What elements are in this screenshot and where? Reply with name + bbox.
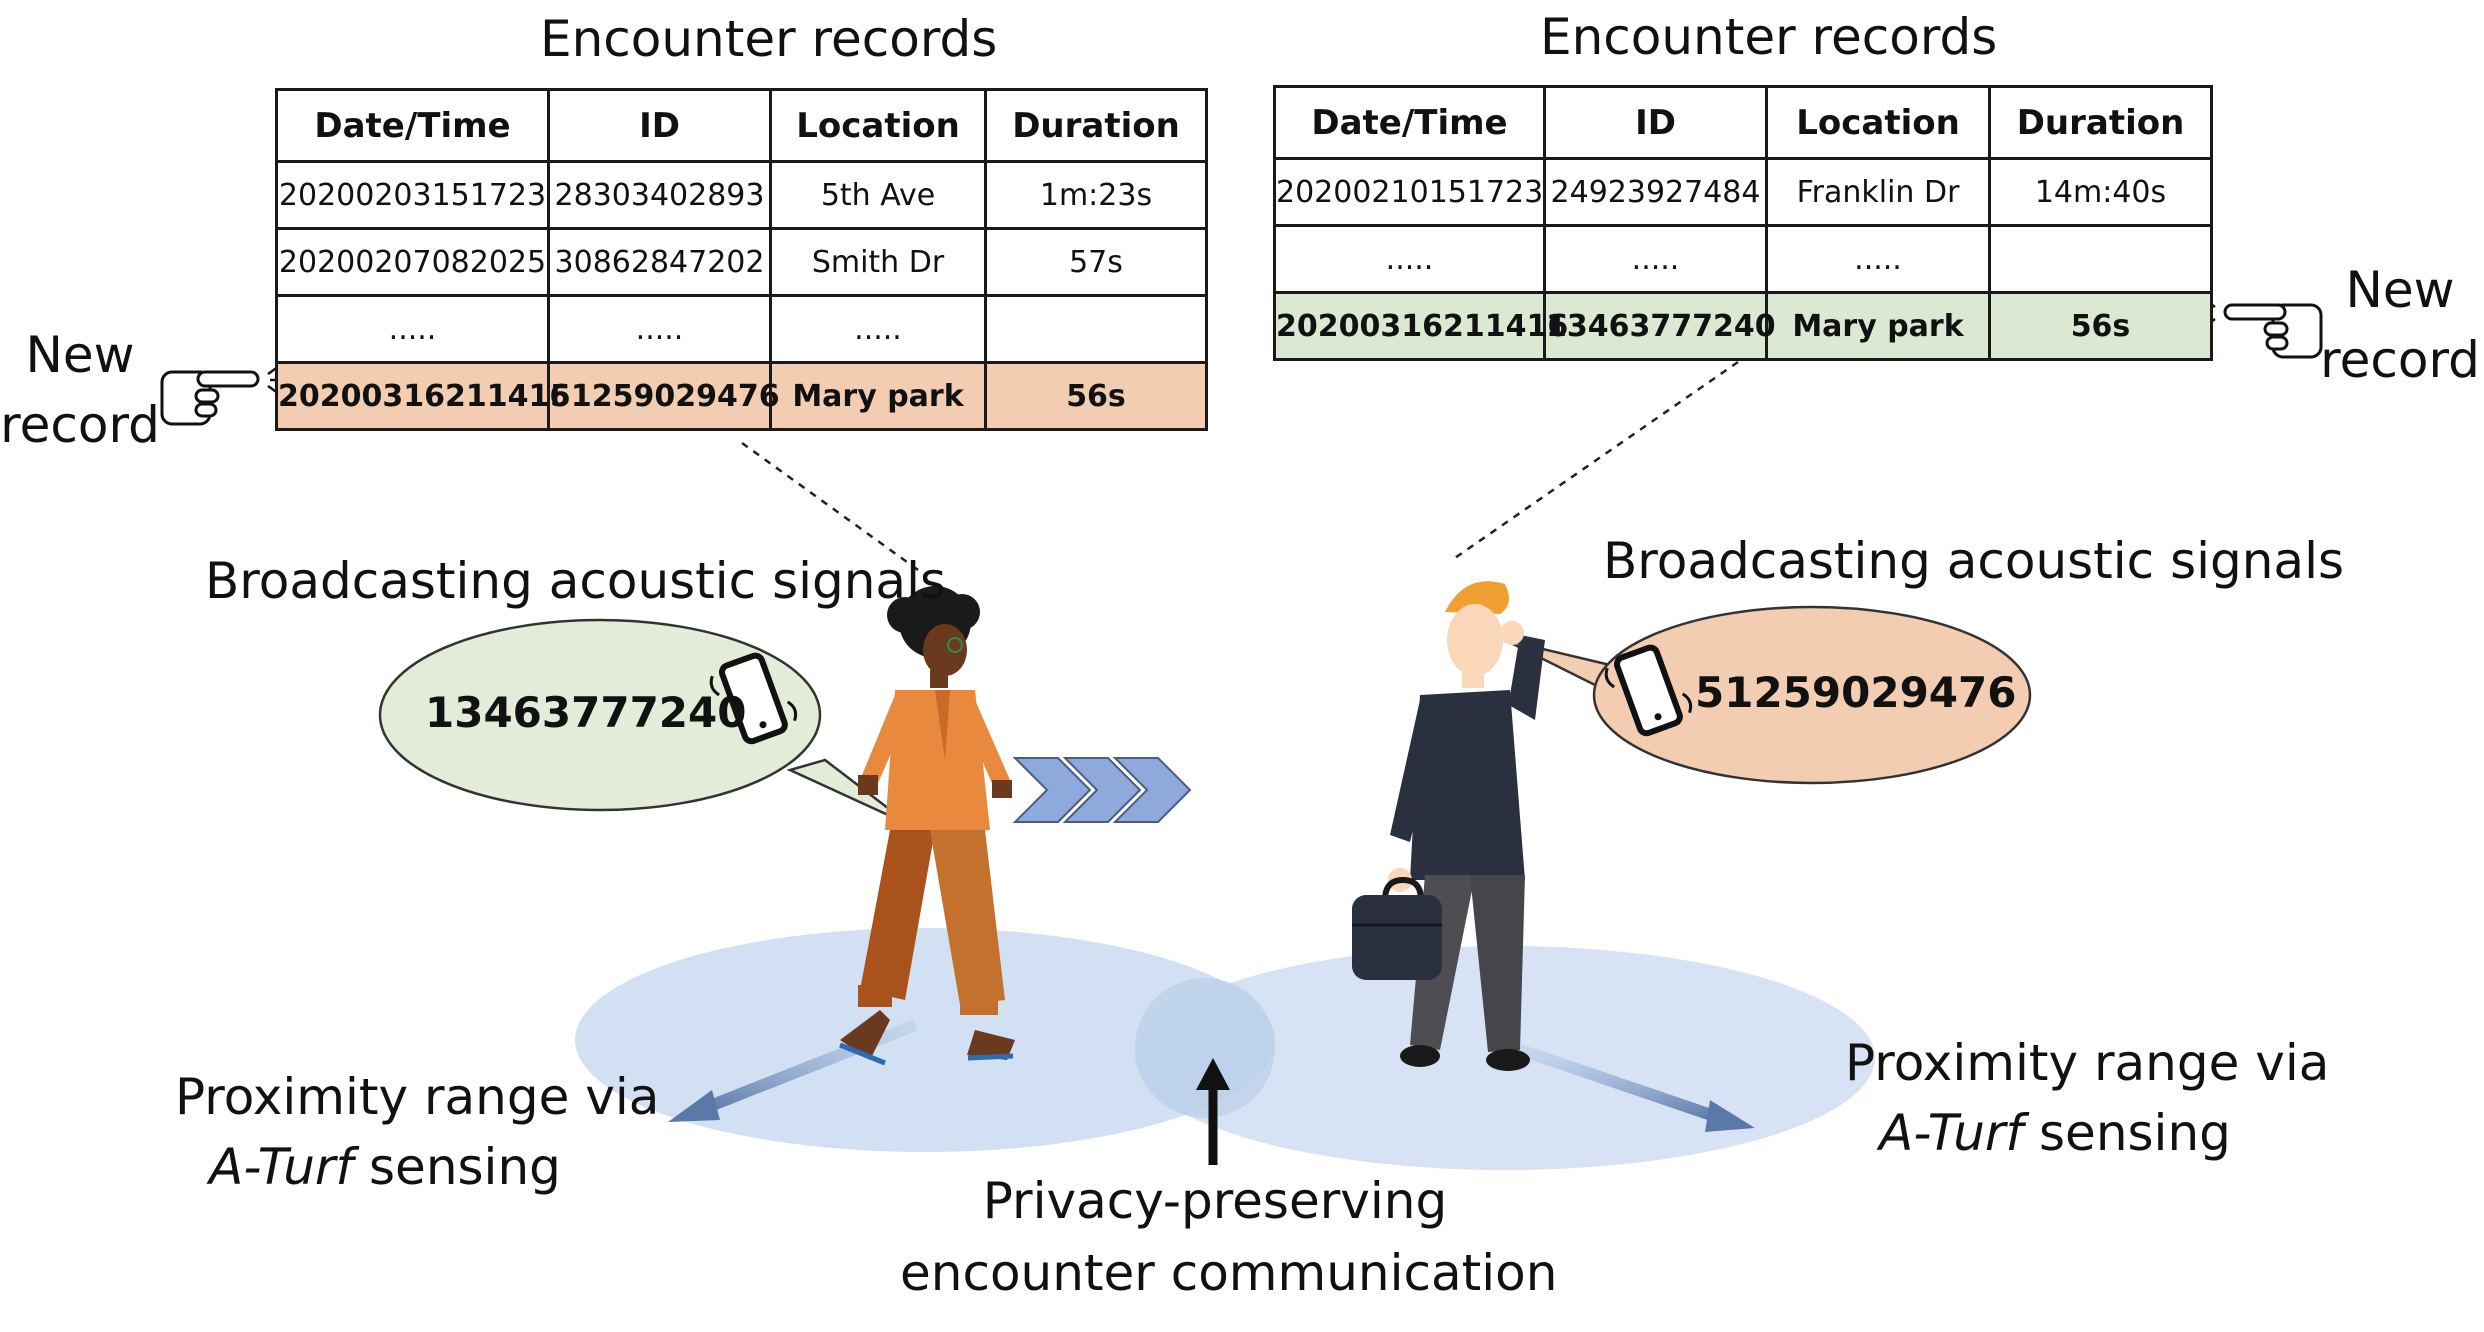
overlap-region — [1135, 978, 1275, 1118]
new-label-line2: record — [2320, 331, 2480, 389]
cell-datetime: 20200207082025 — [275, 227, 550, 297]
range-method: A-Turf — [1879, 1104, 2024, 1162]
left-encounter-table: Date/Time ID Location Duration 202002031… — [275, 88, 1208, 431]
pointing-hand-icon — [160, 362, 288, 426]
range-line1: Proximity range via — [1845, 1034, 2330, 1092]
range-rest: sensing — [2023, 1104, 2231, 1162]
briefcase-icon — [1352, 876, 1442, 980]
cell-duration — [1988, 224, 2213, 294]
right-range-caption: Proximity range via A-Turf sensing — [1845, 1028, 2330, 1168]
table-header: Duration — [1988, 85, 2213, 160]
left-walking-person — [839, 586, 1015, 1066]
cell-id: 13463777240 — [1543, 291, 1776, 361]
cell-datetime: 20200210151723 — [1273, 157, 1546, 227]
cell-id: 30862847202 — [547, 227, 772, 297]
right-broadcast-caption: Broadcasting acoustic signals — [1603, 532, 2345, 590]
smartphone-icon — [709, 652, 798, 745]
table-header: Date/Time — [275, 88, 550, 163]
right-table-title: Encounter records — [1540, 8, 1998, 66]
table-row: ..... ..... ..... — [1273, 224, 2213, 294]
cell-location: Mary park — [1765, 291, 1991, 361]
cell-duration: 14m:40s — [1988, 157, 2213, 227]
right-dashed-connector — [1451, 360, 1739, 562]
new-label-line1: New — [2345, 261, 2455, 319]
range-line1: Proximity range via — [175, 1068, 660, 1126]
left-signal-bubble — [378, 618, 911, 827]
left-signal-id: 13463777240 — [425, 688, 747, 737]
range-line2: A-Turf sensing — [1845, 1098, 2265, 1168]
right-businessman — [1388, 581, 1545, 1071]
table-row: 20200203151723 28303402893 5th Ave 1m:23… — [275, 160, 1208, 230]
right-range-arrow — [1513, 1042, 1755, 1132]
cell-location: Smith Dr — [769, 227, 987, 297]
table-header: Date/Time — [1273, 85, 1546, 160]
range-method: A-Turf — [209, 1138, 354, 1196]
cell-location: 5th Ave — [769, 160, 987, 230]
cell-id: 51259029476 — [547, 361, 780, 431]
table-row: 20200207082025 30862847202 Smith Dr 57s — [275, 227, 1208, 297]
cell-duration: 1m:23s — [984, 160, 1208, 230]
center-caption: Privacy-preserving encounter communicati… — [900, 1165, 1558, 1309]
cell-datetime: 20200316211416 — [275, 361, 570, 431]
cell-location: Mary park — [769, 361, 987, 431]
center-caption-line1: Privacy-preserving — [982, 1172, 1448, 1230]
cell-duration: 56s — [1988, 291, 2213, 361]
right-encounter-table: Date/Time ID Location Duration 202002101… — [1273, 85, 2213, 361]
right-new-record-label: New record — [2320, 255, 2480, 395]
cell-datetime: 20200316211416 — [1273, 291, 1568, 361]
table-header: ID — [547, 88, 772, 163]
table-row: ..... ..... ..... — [275, 294, 1208, 364]
cell-location: ..... — [769, 294, 987, 364]
cell-duration — [984, 294, 1208, 364]
right-signal-id: 51259029476 — [1695, 668, 2017, 717]
left-table-title: Encounter records — [540, 10, 998, 68]
pointing-hand-icon — [2195, 295, 2323, 359]
center-up-arrow — [1196, 1058, 1230, 1165]
cell-id: 28303402893 — [547, 160, 772, 230]
left-new-record-label: New record — [0, 320, 160, 460]
right-signal-bubble — [1504, 605, 2032, 785]
table-header: Location — [769, 88, 987, 163]
table-header: Duration — [984, 88, 1208, 163]
center-caption-line2: encounter communication — [900, 1244, 1558, 1302]
new-label-line2: record — [0, 396, 160, 454]
cell-id: ..... — [547, 294, 772, 364]
table-row: 20200210151723 24923927484 Franklin Dr 1… — [1273, 157, 2213, 227]
cell-datetime: ..... — [275, 294, 550, 364]
smartphone-icon — [1604, 644, 1693, 737]
left-broadcast-caption: Broadcasting acoustic signals — [205, 552, 947, 610]
left-range-caption: Proximity range via A-Turf sensing — [175, 1062, 660, 1202]
cell-duration: 56s — [984, 361, 1208, 431]
cell-location: Franklin Dr — [1765, 157, 1991, 227]
cell-duration: 57s — [984, 227, 1208, 297]
new-record-row: 20200316211416 13463777240 Mary park 56s — [1273, 291, 2213, 361]
cell-datetime: 20200203151723 — [275, 160, 550, 230]
table-header: Location — [1765, 85, 1991, 160]
chevron-arrows-icon — [1012, 757, 1192, 823]
cell-location: ..... — [1765, 224, 1991, 294]
table-header: ID — [1543, 85, 1768, 160]
range-rest: sensing — [353, 1138, 561, 1196]
cell-datetime: ..... — [1273, 224, 1546, 294]
cell-id: 24923927484 — [1543, 157, 1768, 227]
range-line2: A-Turf sensing — [175, 1132, 595, 1202]
cell-id: ..... — [1543, 224, 1768, 294]
new-label-line1: New — [25, 326, 135, 384]
new-record-row: 20200316211416 51259029476 Mary park 56s — [275, 361, 1208, 431]
left-dashed-connector — [741, 441, 926, 577]
